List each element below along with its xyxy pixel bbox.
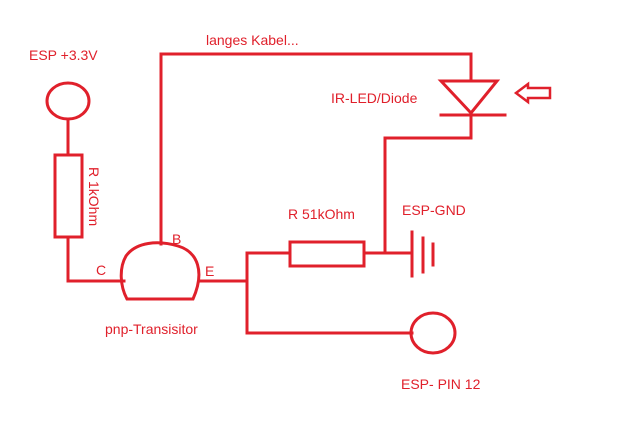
ir-diode-symbol <box>437 79 501 116</box>
esp-pin-terminal <box>409 311 457 355</box>
wire-r1-to-collector <box>66 235 126 283</box>
supply-terminal <box>45 81 91 121</box>
esp-pin-label: ESP- PIN 12 <box>401 376 481 392</box>
supply-label: ESP +3.3V <box>29 47 98 63</box>
collector-pin-label: C <box>96 262 107 278</box>
r1-label: R 1kOhm <box>86 167 102 227</box>
wire-emitter-node <box>245 251 414 335</box>
transistor-label: pnp-Transisitor <box>105 321 198 337</box>
wire-diode-to-ground <box>383 113 473 255</box>
r2-label: R 51kOhm <box>288 206 355 222</box>
resistor-r1 <box>53 153 84 239</box>
base-pin-label: B <box>172 231 182 247</box>
ir-component-label: IR-LED/Diode <box>331 90 418 106</box>
pnp-transistor-symbol <box>119 241 201 301</box>
emitter-pin-label: E <box>205 263 215 279</box>
cable-label: langes Kabel... <box>206 32 299 48</box>
incoming-arrow-icon <box>513 81 552 105</box>
resistor-r2 <box>288 240 366 268</box>
wire-base-long-cable <box>159 52 473 246</box>
gnd-label: ESP-GND <box>402 202 466 218</box>
